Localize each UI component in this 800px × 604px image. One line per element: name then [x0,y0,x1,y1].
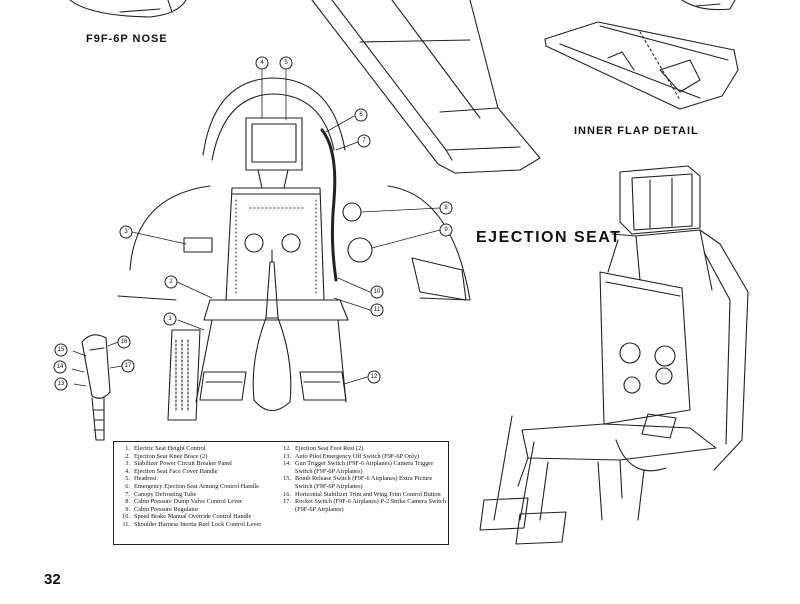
legend-item: 14.Gun Trigger Switch (F9F-6 Airplanes) … [283,460,434,475]
callout-3 [119,225,133,239]
legend-item: 9.Cabin Pressure Regulator [125,505,199,513]
airframe-fragment [681,0,736,11]
callout-label: 10 [374,289,381,295]
callout-label: 13 [58,381,65,387]
callout-label: 1 [168,316,172,322]
callout-2 [164,275,178,289]
callout-label: 9 [444,227,448,233]
ejection-seat-drawing [479,165,749,545]
callout-1 [163,312,177,326]
legend-item: 17.Rocket Switch (F9F-6 Airplanes) P-2 S… [283,498,446,513]
callout-7 [357,134,371,148]
legend-item: 13.Auto Pilot Emergency Off Switch (F9F-… [283,452,420,460]
callout-label: 2 [169,279,173,285]
callout-label: 3 [124,229,128,235]
legend-item: 10.Speed Brake Manual Override Control H… [122,513,252,521]
callout-12 [367,370,381,384]
callout-13 [54,377,68,391]
legend-item: 16.Horizontal Stabilizer Trim and Wing T… [283,490,441,498]
callout-label: 14 [57,364,64,370]
inner-flap-drawing [544,21,739,110]
callout-label: 11 [374,307,381,313]
callout-label: 5 [284,60,288,66]
callout-labels: 1 2 3 4 5 6 7 8 9 10 11 12 13 14 15 16 1… [57,60,449,387]
callout-label: 17 [125,363,132,369]
page-number: 32 [44,571,61,588]
legend-box: 1.Electric Seat Height Control 2.Ejectio… [113,441,449,545]
legend-item: 7.Canopy Defrosting Tube [125,490,197,498]
callout-label: 8 [444,205,448,211]
callout-label: 7 [362,138,366,144]
leader-lines [71,69,441,387]
callout-14 [53,360,67,374]
legend-column-left: 1.Electric Seat Height Control 2.Ejectio… [120,445,280,529]
legend-item: 2.Ejection Seat Knee Brace (2) [125,452,208,460]
callout-label: 4 [260,60,264,66]
callout-15 [54,343,68,357]
control-grip-drawing [81,334,111,441]
nose-drawing [69,0,187,18]
legend-item: 4.Ejection Seat Face Cover Handle [125,467,218,475]
callout-11 [370,303,384,317]
callout-label: 15 [58,347,65,353]
callout-label: 16 [121,339,128,345]
ejection-seat-caption: EJECTION SEAT [476,229,622,246]
inner-flap-caption: INNER FLAP DETAIL [574,125,699,137]
wing-drawing [311,0,541,174]
legend-item: 6.Emergency Ejection Seat Arming Control… [125,482,259,490]
nose-caption: F9F-6P NOSE [86,33,168,45]
legend-item: 12.Ejection Seat Foot Rest (2) [283,445,364,452]
legend-column-right: 12.Ejection Seat Foot Rest (2) 13.Auto P… [281,445,446,513]
legend-item: 3.Stabilizer Power Circuit Breaker Panel [125,460,232,468]
legend-item: 15.Bomb Release Switch (F9F-6 Airplanes)… [283,475,433,490]
callout-label: 12 [371,374,378,380]
legend-item: 1.Electric Seat Height Control [125,445,206,452]
callouts [53,56,453,391]
callout-10 [370,285,384,299]
cockpit-drawing [117,77,471,421]
callout-6 [354,108,368,122]
callout-label: 6 [359,112,363,118]
callout-16 [117,335,131,349]
legend-item: 8.Cabin Pressure Dump Valve Control Leve… [125,498,243,506]
callout-4 [255,56,269,70]
callout-9 [439,223,453,237]
callout-8 [439,201,453,215]
legend-item: 5.Headrest [125,475,157,483]
legend-item: 11.Shoulder Harness Inertia Reel Lock Co… [122,520,262,528]
callout-17 [121,359,135,373]
callout-5 [279,56,293,70]
